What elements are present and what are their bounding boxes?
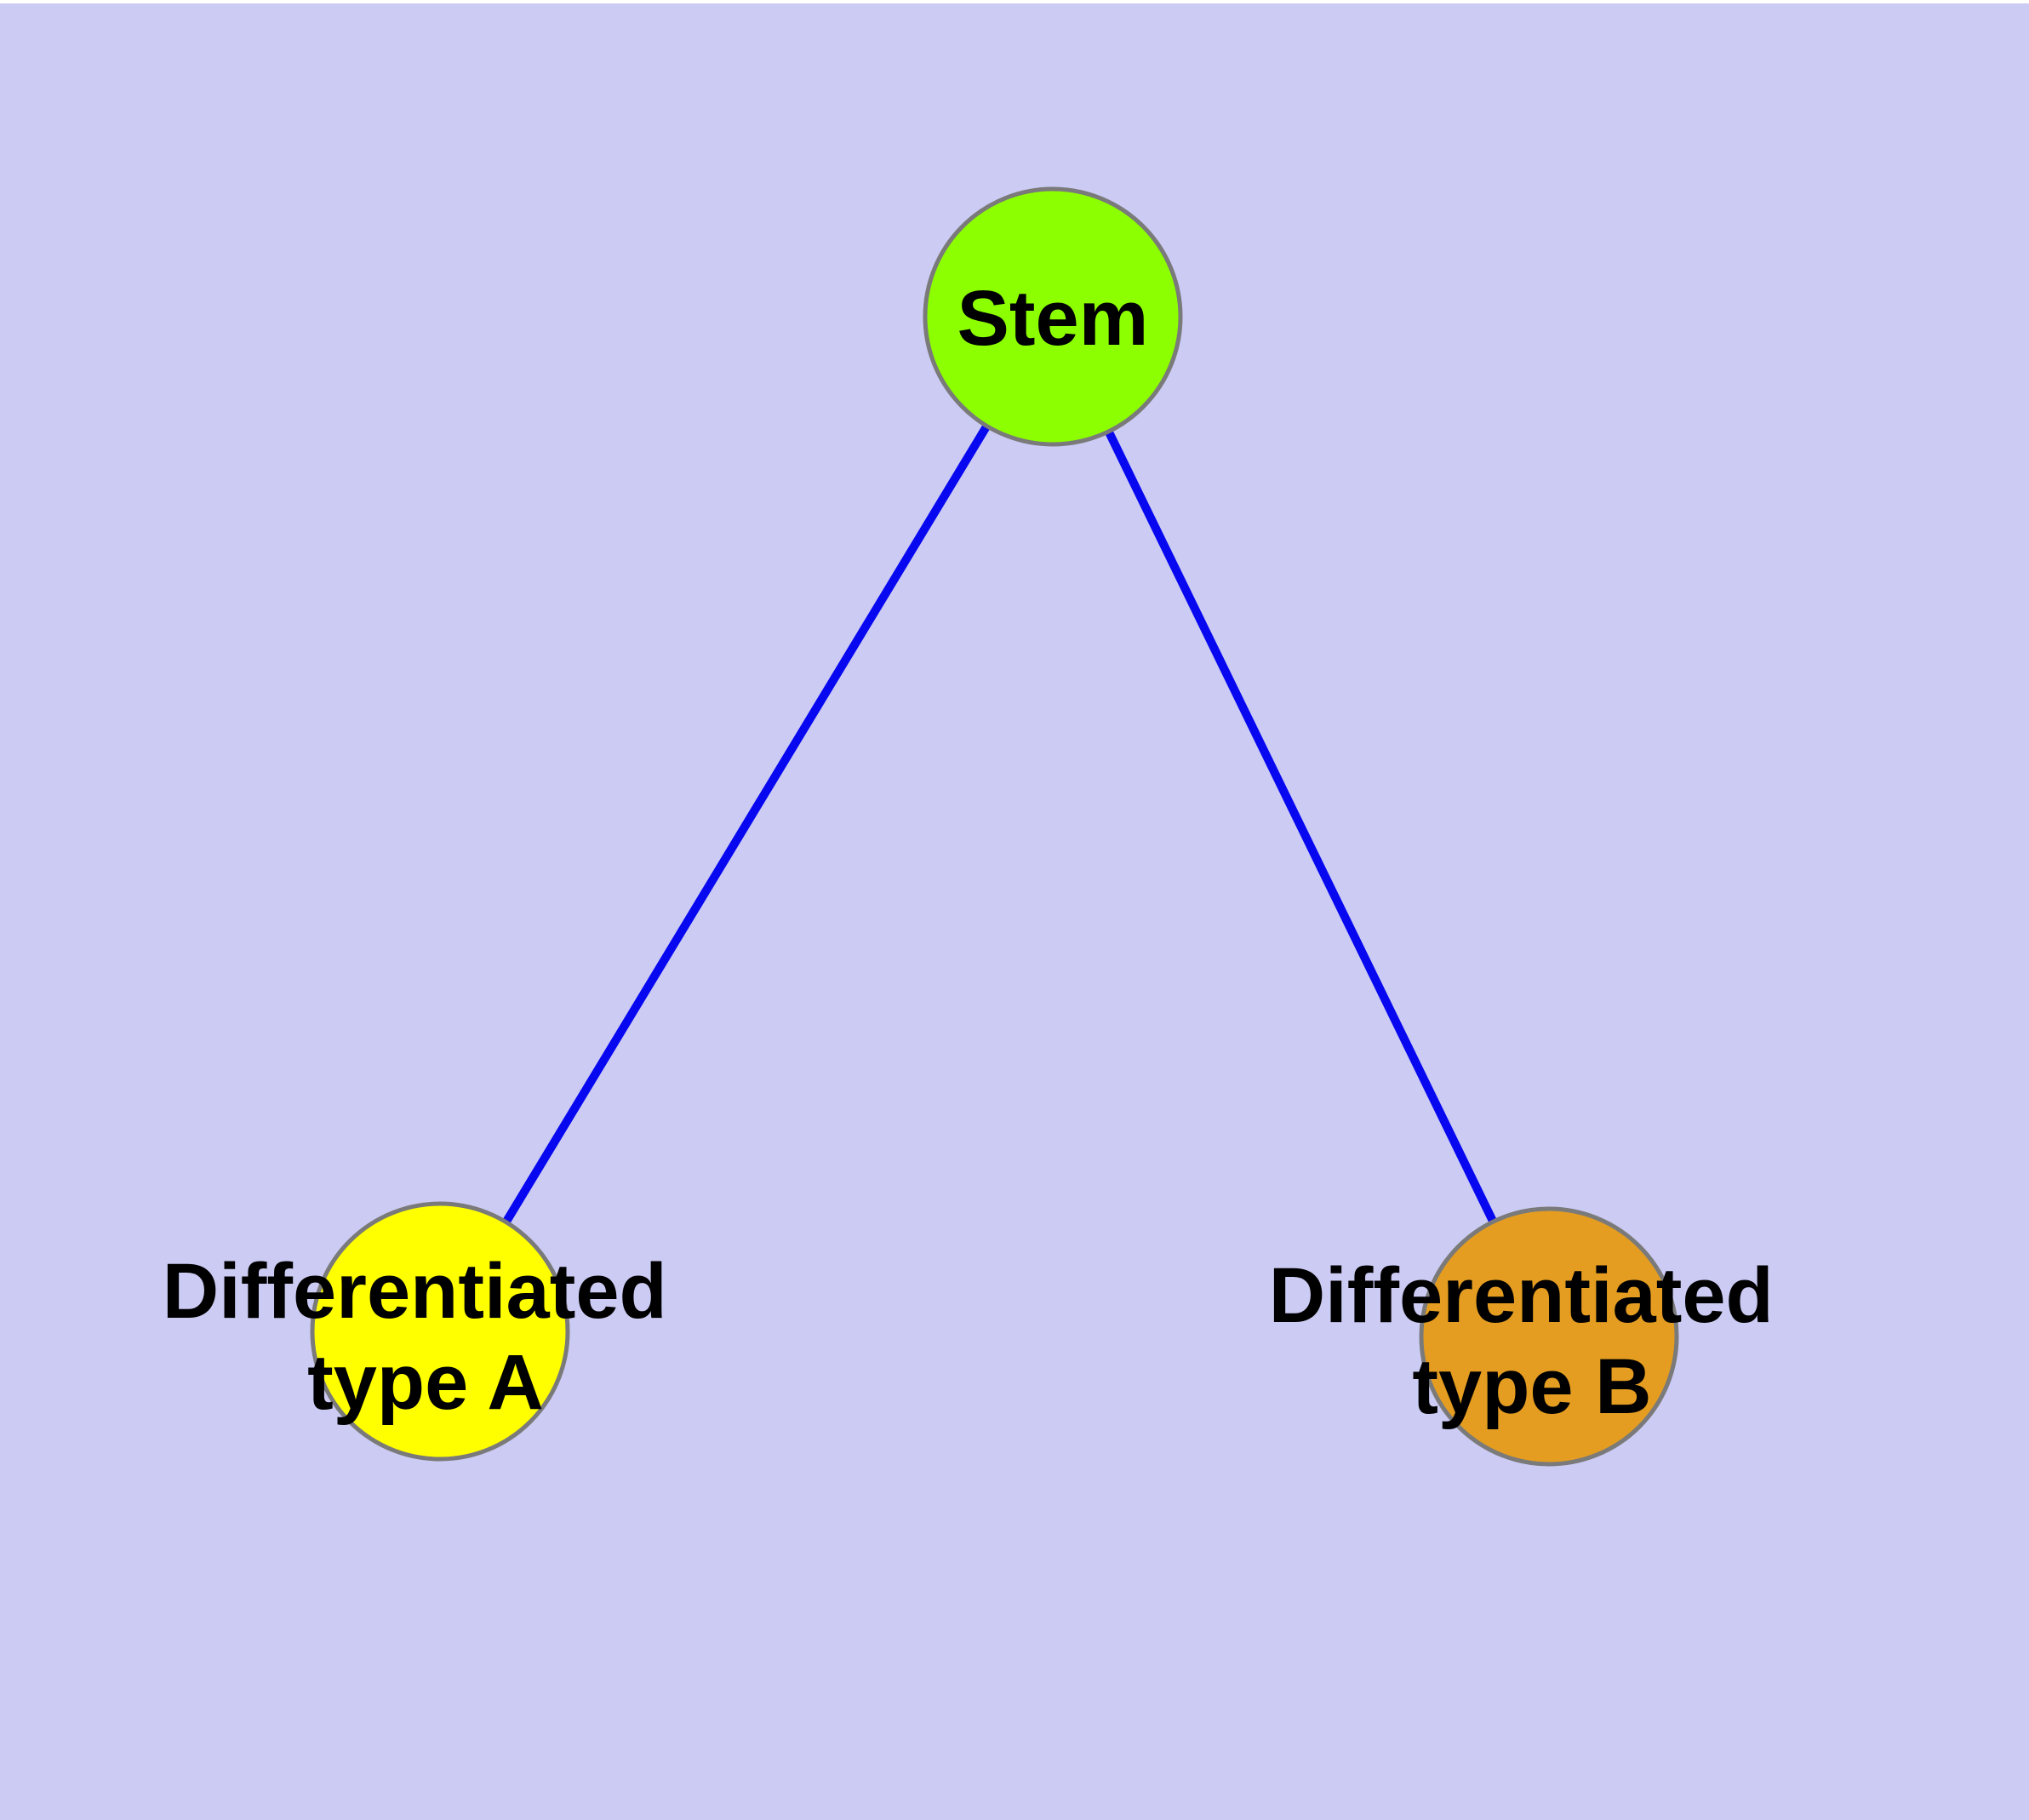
type-b-node-label: Differentiated type B bbox=[1269, 1252, 1796, 1430]
type-a-node-label: Differentiated type A bbox=[163, 1248, 689, 1426]
type-a-label-line1: Differentiated bbox=[163, 1248, 667, 1335]
stem-node bbox=[923, 186, 1183, 447]
stem-node-label: Stem bbox=[957, 275, 1149, 362]
edge-stem-to-type-b bbox=[1049, 314, 1553, 1339]
top-margin-strip bbox=[0, 0, 2029, 3]
type-a-node bbox=[310, 1201, 570, 1462]
type-b-label-line2: type B bbox=[1412, 1343, 1651, 1430]
type-b-label-line1: Differentiated bbox=[1269, 1252, 1774, 1339]
edge-stem-to-type-a bbox=[436, 314, 1057, 1334]
type-a-label-line2: type A bbox=[307, 1339, 544, 1426]
type-b-node bbox=[1419, 1206, 1679, 1467]
